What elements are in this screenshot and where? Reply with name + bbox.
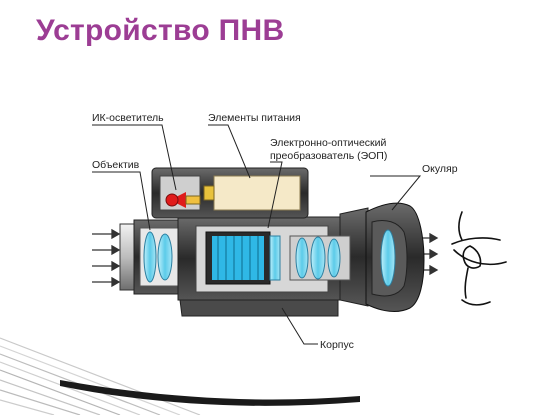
ir-illuminator: [165, 192, 201, 208]
image-intensifier-tube: [205, 231, 281, 285]
eyepiece: [289, 202, 425, 312]
eye-icon: [451, 211, 507, 306]
label-eyepiece: Окуляр: [422, 163, 458, 175]
slide-title: Устройство ПНВ: [36, 14, 285, 47]
label-power-elements: Элементы питания: [208, 112, 301, 124]
corner-swoosh: [60, 380, 360, 406]
light-ray-arrow-icon: [92, 228, 121, 240]
label-ir-illuminator: ИК-осветитель: [92, 112, 164, 124]
label-objective: Объектив: [92, 159, 140, 171]
label-eop-line1: Электронно-оптический: [270, 137, 387, 149]
label-eop-line2: преобразователь (ЭОП): [270, 150, 387, 162]
battery-compartment: [151, 167, 309, 219]
corner-decoration: [0, 337, 201, 415]
incoming-rays: [92, 228, 121, 288]
objective-barrel: [119, 219, 201, 295]
label-housing: Корпус: [320, 339, 354, 351]
light-ray-arrow-icon: [92, 276, 121, 288]
leader-lines: [92, 124, 422, 345]
light-ray-arrow-icon: [92, 244, 121, 256]
light-ray-arrow-icon: [92, 260, 121, 272]
